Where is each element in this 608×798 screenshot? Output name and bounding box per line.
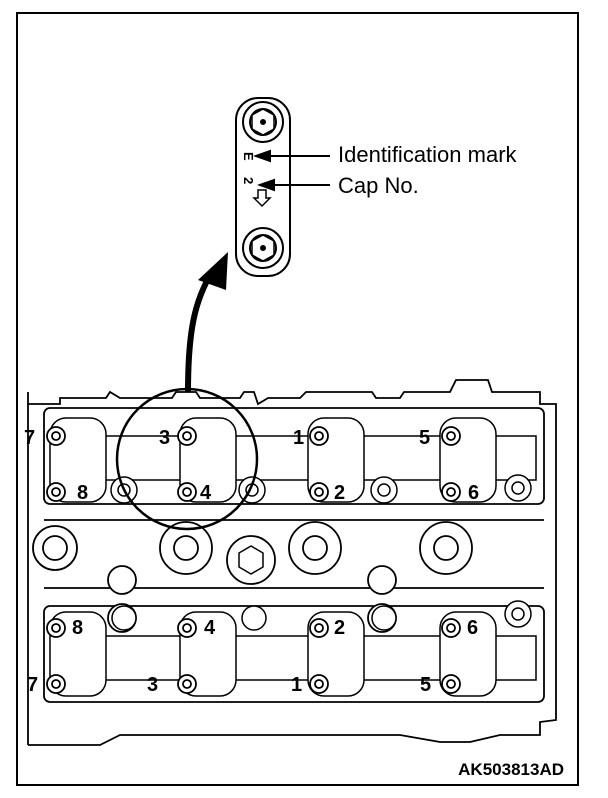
bolt-number: 6	[467, 617, 479, 639]
bolt-number: 2	[334, 617, 346, 639]
bolt-number: 1	[291, 674, 303, 696]
cap-bolts	[46, 426, 461, 694]
bolt-number: 3	[159, 427, 171, 449]
bolt-number: 4	[200, 482, 212, 504]
bolt-number: 8	[72, 617, 84, 639]
bolt-number: 2	[334, 482, 346, 504]
cap-number-marking: 2	[241, 177, 256, 184]
bolt-number: 7	[27, 674, 39, 696]
magnifier-circle	[115, 387, 259, 531]
bolt-number: 1	[293, 427, 305, 449]
bolt-number: 3	[147, 674, 159, 696]
bolt-number: 4	[204, 617, 216, 639]
bolt-number: 8	[77, 482, 89, 504]
bolt-number: 5	[419, 427, 431, 449]
cap-number-label: Cap No.	[338, 173, 419, 198]
bolt-number: 7	[24, 427, 36, 449]
figure-id-label: AK503813AD	[458, 760, 564, 779]
curved-pointer-arrow	[185, 252, 228, 393]
identification-mark-label: Identification mark	[338, 142, 517, 167]
bolt-number: 6	[468, 482, 480, 504]
callout-leaders	[253, 149, 330, 192]
bolt-number: 5	[420, 674, 432, 696]
identification-mark-letter: E	[241, 152, 256, 161]
